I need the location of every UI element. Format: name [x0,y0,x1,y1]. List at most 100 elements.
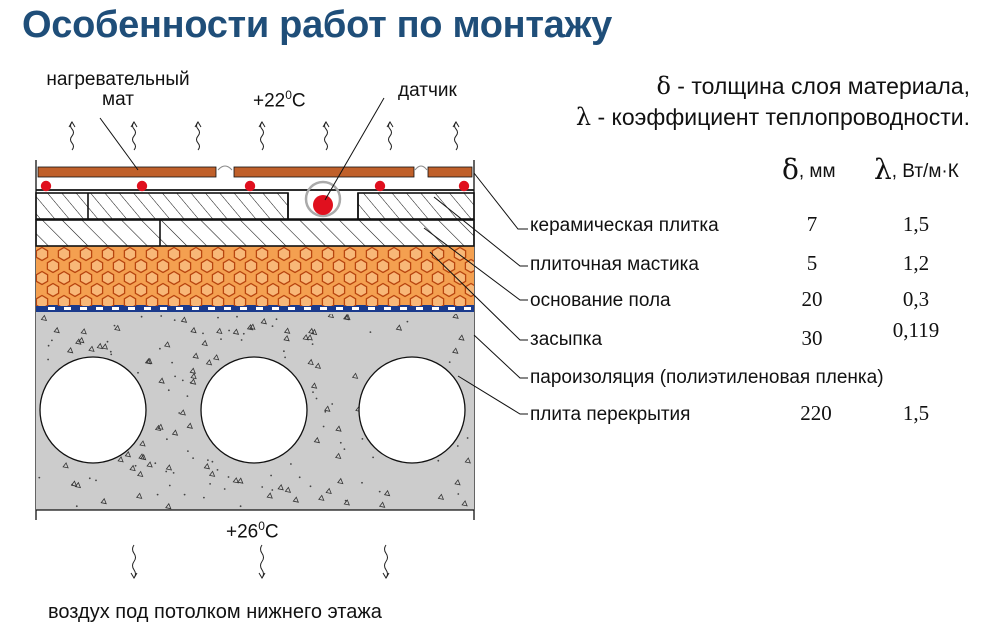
speckle [242,332,245,335]
layer-name: пароизоляция (полиэтиленовая пленка) [530,367,884,388]
heating-dot [40,180,52,192]
temp-bottom-value: +26 [226,521,259,543]
bottom-air-label: воздух под потолком нижнего этажа [48,601,382,623]
vapor-mark [160,307,167,310]
speckle [216,469,219,471]
speckle [203,496,205,499]
speckle [337,477,344,485]
speckle [237,477,244,484]
speckle [66,346,74,354]
speckle [457,493,460,495]
header-delta-unit: , мм [798,161,836,182]
heat-arrow-head [452,121,460,128]
layer-name: плита перекрытия [530,404,691,425]
speckle [313,436,321,444]
hex-mark [431,270,445,286]
vapor-mark [96,307,103,310]
heating-dot [244,180,256,192]
hex-mark [409,270,423,286]
hex-mark [255,270,269,286]
speckle [144,357,152,365]
vapor-mark [384,307,391,310]
lambda-description: - коэффициент теплопроводности. [591,104,970,130]
heat-arrow [260,121,264,151]
speckle [217,316,219,319]
hex-mark [453,294,467,306]
hex-mark [101,246,115,262]
hex-mark [189,270,203,286]
heat-arrow [132,544,136,579]
speckle [271,489,274,491]
vapor-mark [272,307,279,310]
speckle [189,367,196,374]
speckle [189,378,197,385]
hex-mark [222,258,236,274]
hex-mark [244,258,258,274]
hex-mark [145,294,159,306]
speckle [186,395,189,397]
speckle [207,459,209,461]
layer-name: засыпка [530,329,603,350]
heat-arrow-head [258,572,266,579]
speckle [452,347,459,354]
speckle [378,490,381,493]
speckle [334,452,342,460]
hex-mark [321,294,335,306]
hex-mark [387,246,401,262]
hex-mark [178,258,192,274]
hex-mark [453,270,467,286]
heating-dot [458,180,470,192]
speckle [464,457,471,464]
speckle [171,429,179,436]
speckle [70,480,78,487]
hex-mark [310,258,324,274]
speckle [339,441,342,444]
speckle [343,499,350,506]
speckle [137,371,139,374]
layer-delta: 20 [801,287,823,311]
heat-arrow-head [68,121,76,128]
speckle [158,377,165,384]
heat-arrow [196,121,200,151]
layer-lambda: 1,5 [902,212,930,236]
speckle [406,320,409,323]
speckle [163,341,171,348]
hex-mark [321,246,335,262]
vapor-mark [112,307,119,310]
hex-mark [255,246,269,262]
speckle [283,327,291,334]
speckle [331,403,334,405]
speckle [165,502,172,510]
speckle [372,456,374,459]
speckle [165,470,168,473]
hex-mark [288,258,302,274]
hex-mark [200,258,214,274]
vapor-mark [80,307,87,310]
hex-mark [233,294,247,306]
speckle [62,462,69,469]
heat-arrow [454,121,458,151]
hex-mark [288,282,302,298]
vapor-mark [48,307,55,310]
speckle [154,424,162,432]
hex-mark [365,246,379,262]
delta-symbol: δ [656,72,671,100]
hex-mark [112,258,126,274]
speckle [458,334,465,341]
hex-mark [112,282,126,298]
hex-mark [398,258,412,274]
hex-mark [134,258,148,274]
speckle [174,375,177,378]
hex-mark [299,270,313,286]
heating-strip [233,166,415,178]
hex-mark [211,270,225,286]
hex-mark [79,270,93,286]
vapor-mark [448,307,455,310]
hex-mark [277,294,291,306]
speckle [165,464,173,471]
heat-arrow [388,121,392,151]
hex-mark [332,258,346,274]
hex-mark [36,246,49,262]
speckle [74,481,82,489]
speckle [266,492,273,499]
